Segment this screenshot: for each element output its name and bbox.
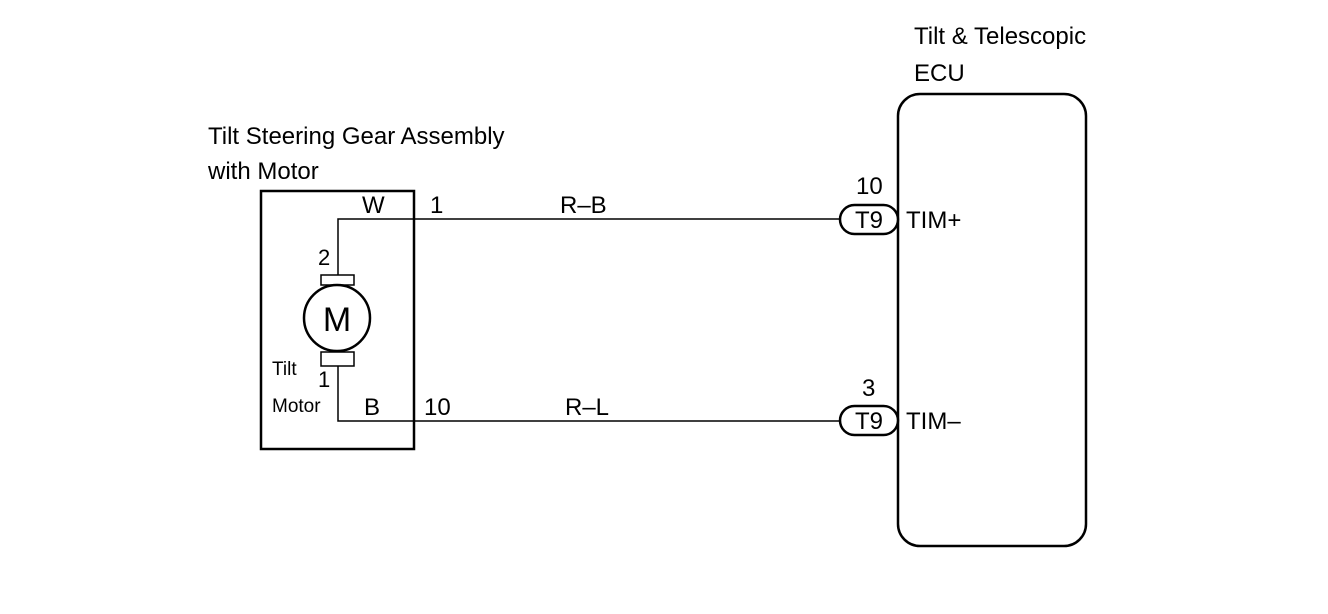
ecu-terminal-tim-plus: TIM+: [906, 207, 961, 234]
motor-wire-top: [337, 218, 414, 275]
connector-bottom-pin: 3: [862, 375, 875, 402]
assembly-pin-1: 1: [430, 192, 443, 219]
connector-bottom-id: T9: [855, 408, 883, 435]
motor-label-tilt: Tilt: [272, 359, 297, 380]
motor-brush-bottom: [320, 351, 355, 367]
motor-icon: M: [302, 283, 372, 353]
assembly-box: [259, 189, 416, 451]
wire-color-w: W: [362, 192, 385, 219]
wire-label-r-l: R–L: [565, 394, 609, 421]
assembly-title-line1: Tilt Steering Gear Assembly: [208, 123, 505, 150]
assembly-title-line2: with Motor: [207, 158, 319, 185]
connector-top-pin: 10: [856, 173, 883, 200]
connector-top-id: T9: [855, 207, 883, 234]
ecu-terminal-tim-minus: TIM–: [906, 408, 961, 435]
motor-pin-1: 1: [318, 367, 330, 392]
ecu-title-line1: Tilt & Telescopic: [914, 23, 1086, 50]
motor-symbol: M: [323, 301, 351, 339]
wire-label-r-b: R–B: [560, 192, 607, 219]
motor-wire-bottom: [337, 366, 414, 422]
motor-label-motor: Motor: [272, 396, 321, 417]
motor-pin-2: 2: [318, 245, 330, 270]
assembly-pin-10: 10: [424, 394, 451, 421]
ecu-box: [896, 92, 1088, 548]
wire-color-b: B: [364, 394, 380, 421]
ecu-title-line2: ECU: [914, 60, 965, 87]
connector-t9-bottom: T9: [838, 404, 900, 437]
motor-brush-top: [320, 274, 355, 286]
connector-t9-top: T9: [838, 203, 900, 236]
